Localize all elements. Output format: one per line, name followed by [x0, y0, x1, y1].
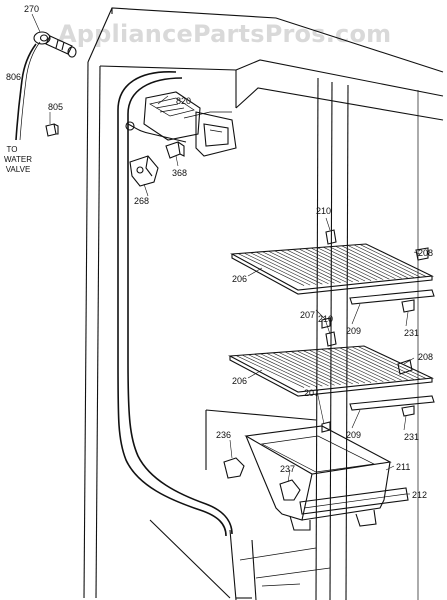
shelf-wire [315, 349, 384, 382]
shelf-wire [321, 348, 390, 382]
upper-shelf [230, 229, 435, 329]
callout-231-lower: 231 [404, 432, 419, 442]
shelf-wire [329, 246, 396, 279]
water-tube [15, 31, 77, 141]
ice-maker-assembly [125, 91, 237, 157]
part-268 [129, 155, 159, 187]
door-liner-edge [117, 71, 233, 537]
callout-368: 368 [172, 168, 187, 178]
shelf-wire [317, 247, 384, 280]
callout-820: 820 [176, 96, 191, 106]
shelf-wire [347, 245, 414, 278]
shelf-wire [302, 350, 372, 383]
water-note-line-2: WATER [4, 155, 32, 164]
cabinet-outline [83, 7, 444, 600]
callout-237: 237 [280, 464, 295, 474]
shelf-wire [278, 352, 347, 385]
callout-211: 211 [396, 462, 410, 472]
callout-806: 806 [6, 72, 21, 82]
shelf-wire [262, 251, 329, 284]
callouts: 270 806 805 820 368 268 210 208 206 207 … [6, 4, 433, 500]
callout-209-upper: 209 [346, 326, 361, 336]
callout-209-lower: 209 [346, 430, 361, 440]
shelf-wire [237, 253, 305, 286]
shelf-wire [335, 246, 402, 279]
shelf-wire [351, 346, 420, 380]
shelf-wire [266, 353, 335, 386]
shelf-wire [333, 348, 402, 381]
part-368 [165, 141, 185, 159]
shelf-wire [280, 250, 347, 283]
shelf-wire [242, 354, 311, 388]
shelf-wire [357, 346, 427, 379]
shelf-wire [290, 351, 360, 384]
shelf-wire [235, 355, 305, 388]
callout-206-lower: 206 [232, 376, 247, 386]
shelf-wire [296, 350, 366, 384]
shelf-wire [268, 251, 335, 284]
shelf-wire [323, 246, 390, 280]
shelf-wire [359, 244, 427, 277]
callout-207-upper: 207 [300, 310, 315, 320]
shelf-wire [292, 249, 360, 282]
callout-268: 268 [134, 196, 149, 206]
callout-212: 212 [412, 490, 427, 500]
shelf-wire [353, 244, 420, 278]
shelf-wire [244, 252, 311, 286]
callout-210-lower: 210 [318, 314, 333, 324]
shelf-wire [345, 347, 414, 380]
callout-206-upper: 206 [232, 274, 247, 284]
shelf-wire [298, 248, 366, 282]
shelf-wire [260, 353, 329, 386]
callout-231-upper: 231 [404, 328, 419, 338]
callout-208-lower: 208 [418, 352, 433, 362]
callout-236: 236 [216, 430, 231, 440]
shelf-wire [254, 353, 323, 387]
shelf-wire [250, 252, 317, 285]
shelf-wire [274, 250, 341, 284]
crisper-pan [223, 425, 409, 531]
shelf-wire [341, 245, 408, 279]
shelf-wire [286, 249, 353, 283]
water-valve-note: TO WATER VALVE [4, 145, 32, 174]
shelf-wire [309, 349, 378, 383]
shelf-wire [272, 352, 341, 386]
leader-lines [19, 13, 421, 495]
shelf-wire [304, 248, 372, 281]
lower-shelf [228, 331, 435, 433]
shelf-wire [284, 351, 353, 385]
shelf-wire [339, 347, 408, 381]
callout-270: 270 [24, 4, 39, 14]
shelf-wire [327, 348, 396, 381]
callout-210-upper: 210 [316, 206, 331, 216]
shelf-wire [256, 251, 323, 285]
shelf-wire [248, 354, 317, 387]
water-note-line-1: TO [7, 145, 18, 154]
shelf-wire [311, 247, 378, 281]
callout-805: 805 [48, 102, 63, 112]
grommet-805 [45, 123, 59, 137]
callout-208-upper: 208 [418, 248, 433, 258]
water-note-line-3: VALVE [6, 165, 31, 174]
watermark-text: AppliancePartsPros.com [58, 20, 391, 48]
callout-207-lower: 207 [304, 388, 319, 398]
